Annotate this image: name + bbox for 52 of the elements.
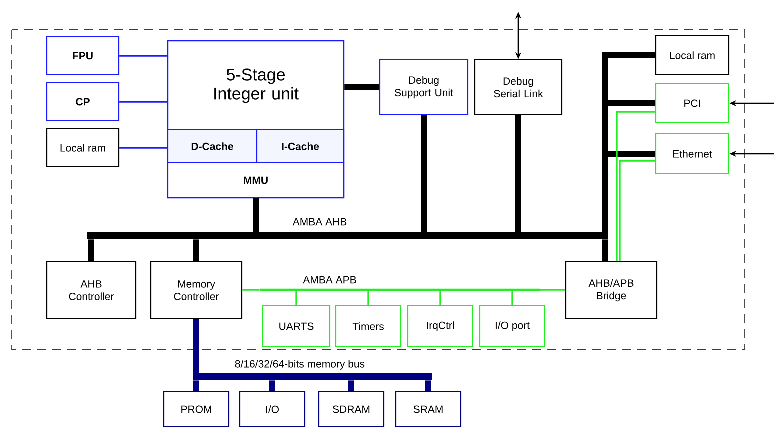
node-label: 8/16/32/64-bits memory bus xyxy=(235,360,365,370)
node-label: AMBA APB xyxy=(303,276,356,284)
bus-bar: AMBA APB xyxy=(260,276,540,292)
memory-box: Local ram xyxy=(655,35,730,76)
memory-box: Local ram xyxy=(46,128,120,168)
bus-line xyxy=(253,198,259,232)
controller-box: Memory Controller xyxy=(150,261,243,320)
unit-box: FPU xyxy=(46,36,120,76)
connector-line xyxy=(440,291,442,306)
bus-line xyxy=(602,240,608,262)
connector-line xyxy=(616,111,656,262)
bus-bar: AMBA AHB xyxy=(87,218,608,240)
bus-line xyxy=(516,116,522,232)
node-label: AMBA AHB xyxy=(292,218,347,226)
connector-line xyxy=(368,291,370,306)
peripheral-box: UARTS xyxy=(262,305,331,348)
peripheral-box: Timers xyxy=(335,305,402,348)
peripheral-box: I/O port xyxy=(479,305,546,348)
bus-bar: 8/16/32/64-bits memory bus xyxy=(193,360,432,380)
connector-line xyxy=(120,147,168,149)
unit-box: Debug Serial Link xyxy=(474,59,563,116)
connector-line xyxy=(512,291,514,306)
bridge-box: AHB/APB Bridge xyxy=(565,261,658,320)
bus-line xyxy=(602,151,656,232)
cache-box: D-Cache xyxy=(167,129,258,164)
bus-line xyxy=(194,380,200,392)
cache-box: I-Cache xyxy=(256,129,345,164)
connector-line xyxy=(120,55,168,57)
unit-box: CP xyxy=(46,82,120,122)
bus-line xyxy=(426,380,432,392)
peripheral-box: Ethernet xyxy=(655,133,730,175)
connector-line xyxy=(619,160,656,262)
bus-line xyxy=(348,380,354,392)
bus-line xyxy=(88,240,94,262)
peripheral-box: PCI xyxy=(655,83,730,124)
bus-line xyxy=(421,116,427,232)
memory-box: SDRAM xyxy=(318,391,385,428)
peripheral-box: IrqCtrl xyxy=(407,305,474,348)
connector-line xyxy=(242,289,260,291)
controller-box: AHB Controller xyxy=(46,261,137,320)
mmu-box: MMU xyxy=(167,162,345,199)
memory-box: I/O xyxy=(239,391,306,428)
memory-box: PROM xyxy=(163,391,230,428)
bus-line xyxy=(194,240,200,262)
bus-line xyxy=(270,380,276,392)
memory-box: SRAM xyxy=(395,391,462,428)
connector-line xyxy=(120,101,168,103)
bus-line xyxy=(194,320,200,374)
unit-box: Debug Support Unit xyxy=(379,59,469,116)
bus-line xyxy=(344,84,380,90)
connector-line xyxy=(540,289,566,291)
connector-line xyxy=(296,291,298,306)
